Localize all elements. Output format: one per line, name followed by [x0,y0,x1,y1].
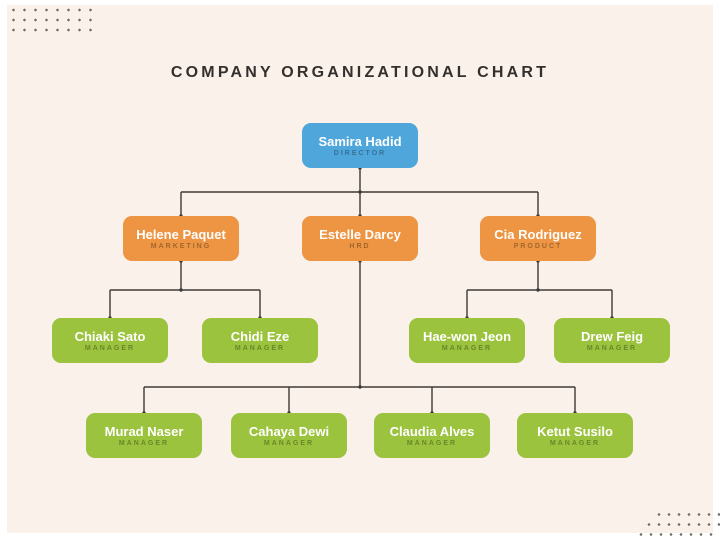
node-role: DIRECTOR [333,149,387,157]
node-role: MANAGER [586,344,638,352]
node-name: Samira Hadid [318,133,402,149]
org-node-manager-6: Cahaya Dewi MANAGER [231,413,347,458]
corner-dots-bottom-right-row1 [654,510,720,519]
org-node-manager-2: Chidi Eze MANAGER [202,318,318,363]
node-role: MANAGER [118,439,170,447]
node-role: MANAGER [406,439,458,447]
node-role: MANAGER [84,344,136,352]
node-name: Cia Rodriguez [494,226,582,242]
node-name: Chiaki Sato [74,328,146,344]
node-role: MANAGER [549,439,601,447]
org-node-manager-7: Claudia Alves MANAGER [374,413,490,458]
corner-dots-bottom-right-row3 [636,530,716,539]
node-name: Murad Naser [104,423,184,439]
node-name: Estelle Darcy [319,226,401,242]
node-role: HRD [349,242,371,250]
node-name: Cahaya Dewi [248,423,330,439]
corner-dots-bottom-right-row2 [644,520,720,529]
org-node-hrd-head: Estelle Darcy HRD [302,216,418,261]
org-node-manager-3: Hae-won Jeon MANAGER [409,318,525,363]
node-role: MANAGER [263,439,315,447]
node-name: Ketut Susilo [537,423,613,439]
org-node-manager-1: Chiaki Sato MANAGER [52,318,168,363]
node-name: Drew Feig [580,328,644,344]
org-node-manager-4: Drew Feig MANAGER [554,318,670,363]
node-name: Chidi Eze [230,328,290,344]
org-node-manager-8: Ketut Susilo MANAGER [517,413,633,458]
page-title: COMPANY ORGANIZATIONAL CHART [170,64,550,81]
org-node-marketing-head: Helene Paquet MARKETING [123,216,239,261]
node-role: MANAGER [441,344,493,352]
node-role: MANAGER [234,344,286,352]
node-role: MARKETING [150,242,212,250]
org-node-product-head: Cia Rodriguez PRODUCT [480,216,596,261]
node-name: Hae-won Jeon [422,328,512,344]
node-role: PRODUCT [513,242,563,250]
node-name: Claudia Alves [389,423,475,439]
org-node-manager-5: Murad Naser MANAGER [86,413,202,458]
org-node-director: Samira Hadid DIRECTOR [302,123,418,168]
node-name: Helene Paquet [136,226,226,242]
corner-dots-top-left [8,5,96,35]
